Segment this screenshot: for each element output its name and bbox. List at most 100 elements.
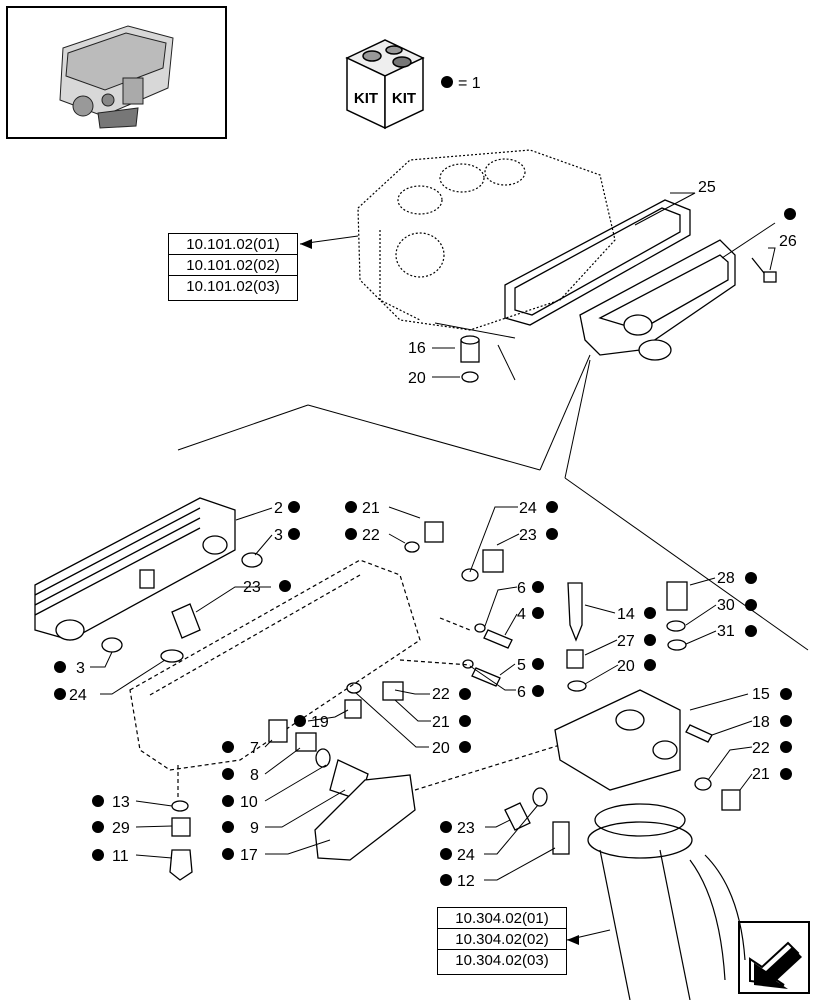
callout-13[interactable]: 13: [112, 794, 130, 811]
kit-dot: [784, 208, 796, 220]
callout-31[interactable]: 31: [717, 623, 735, 640]
kit-dot: [222, 795, 234, 807]
plug-19: [344, 699, 362, 719]
callout-3[interactable]: 3: [274, 527, 283, 544]
plug-23b: [482, 549, 504, 573]
callout-23[interactable]: 23: [519, 527, 537, 544]
callout-23[interactable]: 23: [243, 579, 261, 596]
engine-thumbnail-icon: [59, 25, 174, 129]
washer-20c: [346, 682, 362, 694]
gasket-17: [314, 774, 416, 861]
kit-dot: [288, 528, 300, 540]
callout-20[interactable]: 20: [408, 370, 426, 387]
ref-box-engine-block: 10.101.02(01) 10.101.02(02) 10.101.02(03…: [168, 233, 298, 301]
kit-dot: [92, 849, 104, 861]
callout-11[interactable]: 11: [112, 848, 129, 865]
callout-6[interactable]: 6: [517, 580, 526, 597]
engine-thumbnail[interactable]: [6, 6, 227, 139]
cooler-housing-dashed: [129, 559, 561, 800]
callout-4[interactable]: 4: [517, 606, 526, 623]
kit-dot: [222, 821, 234, 833]
washer-6: [474, 623, 486, 633]
filter-head-15: [554, 689, 681, 791]
washer-20: [567, 680, 587, 692]
kit-dot: [345, 501, 357, 513]
callout-20[interactable]: 20: [617, 658, 635, 675]
kit-dot: [294, 715, 306, 727]
callout-24[interactable]: 24: [457, 847, 475, 864]
ref-link[interactable]: 10.101.02(02): [169, 255, 297, 276]
callout-29[interactable]: 29: [112, 820, 130, 837]
callout-21[interactable]: 21: [362, 500, 380, 517]
kit-dot: [644, 634, 656, 646]
navigation-arrow-icon: [749, 941, 802, 989]
callout-7[interactable]: 7: [250, 740, 259, 757]
bolt-4: [483, 629, 513, 649]
ref-box-oil-filter: 10.304.02(01) 10.304.02(02) 10.304.02(03…: [437, 907, 567, 975]
plug-16: [460, 335, 480, 383]
callout-17[interactable]: 17: [240, 847, 258, 864]
callout-20[interactable]: 20: [432, 740, 450, 757]
callout-2[interactable]: 2: [274, 500, 283, 517]
callout-5[interactable]: 5: [517, 657, 526, 674]
callout-3[interactable]: 3: [76, 660, 85, 677]
kit-dot: [440, 821, 452, 833]
navigation-button[interactable]: [738, 921, 810, 994]
kit-dot: [279, 580, 291, 592]
callout-10[interactable]: 10: [240, 794, 258, 811]
callout-24[interactable]: 24: [519, 500, 537, 517]
gasket-25: [504, 199, 691, 326]
kit-dot: [440, 848, 452, 860]
kit-dot: [101, 93, 115, 107]
ref-link[interactable]: 10.304.02(02): [438, 929, 566, 950]
callout-21[interactable]: 21: [752, 766, 770, 783]
callout-22[interactable]: 22: [752, 740, 770, 757]
callout-16[interactable]: 16: [408, 340, 426, 357]
bolt-26: [751, 257, 777, 283]
kit-label-right[interactable]: KIT: [392, 90, 416, 107]
kit-dot: [745, 599, 757, 611]
ref-link[interactable]: 10.304.02(03): [455, 952, 549, 969]
ref-link[interactable]: 10.101.02(01): [169, 234, 297, 255]
kit-dot: [644, 607, 656, 619]
callout-22[interactable]: 22: [362, 527, 380, 544]
callout-9[interactable]: 9: [250, 820, 259, 837]
kit-label-left[interactable]: KIT: [354, 90, 378, 107]
callout-23[interactable]: 23: [457, 820, 475, 837]
kit-dot: [288, 501, 300, 513]
callout-21[interactable]: 21: [432, 714, 450, 731]
callout-24[interactable]: 24: [69, 687, 87, 704]
valve-28: [666, 581, 688, 611]
callout-22[interactable]: 22: [432, 686, 450, 703]
washer-6b: [462, 659, 474, 669]
callout-27[interactable]: 27: [617, 633, 635, 650]
callout-14[interactable]: 14: [617, 606, 635, 623]
callout-26[interactable]: 26: [779, 233, 797, 250]
callout-12[interactable]: 12: [457, 873, 475, 890]
ref-link[interactable]: 10.101.02(03): [186, 278, 280, 295]
ref-link[interactable]: 10.304.02(01): [438, 908, 566, 929]
callout-15[interactable]: 15: [752, 686, 770, 703]
kit-dot: [459, 688, 471, 700]
callout-6[interactable]: 6: [517, 684, 526, 701]
callout-25[interactable]: 25: [698, 179, 716, 196]
plug-21c: [382, 681, 404, 701]
plug-7: [268, 719, 288, 743]
kit-box-icon: [345, 39, 425, 130]
kit-dot: [459, 741, 471, 753]
kit-dot: [546, 528, 558, 540]
sensor-12: [552, 821, 570, 855]
kit-dot: [745, 572, 757, 584]
kit-dot: [780, 741, 792, 753]
callout-18[interactable]: 18: [752, 714, 770, 731]
kit-dot: [532, 581, 544, 593]
washer-10: [315, 748, 331, 768]
kit-dot: [780, 768, 792, 780]
washer-13: [171, 800, 189, 812]
callout-28[interactable]: 28: [717, 570, 735, 587]
callout-30[interactable]: 30: [717, 597, 735, 614]
kit-dot: [780, 688, 792, 700]
callout-19[interactable]: 19: [311, 714, 329, 731]
kit-legend-text[interactable]: = 1: [458, 75, 481, 92]
callout-8[interactable]: 8: [250, 767, 259, 784]
